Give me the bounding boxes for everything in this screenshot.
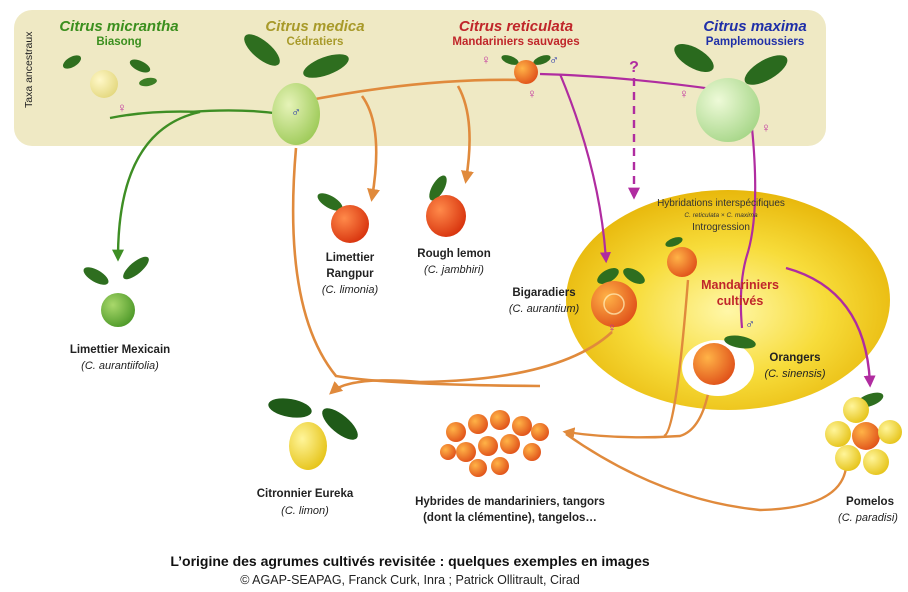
ancestor-medica-common: Cédratiers bbox=[240, 36, 390, 50]
ancestor-reticulata-common: Mandariniers sauvages bbox=[426, 36, 606, 50]
pomelos-label: Pomelos bbox=[836, 496, 904, 510]
bigaradiers-label: Bigaradiers bbox=[494, 287, 594, 301]
hybrides-label-line2: (dont la clémentine), tangelos… bbox=[400, 512, 620, 526]
hybridization-line1: Hybridations interspécifiques bbox=[636, 198, 806, 210]
eureka-fruit bbox=[267, 395, 363, 470]
hybrides-label-line1: Hybrides de mandariniers, tangors bbox=[400, 496, 620, 510]
rough-lemon-label: Rough lemon bbox=[404, 248, 504, 262]
eureka-sci: (C. limon) bbox=[220, 505, 390, 518]
pomelos-sci: (C. paradisi) bbox=[830, 512, 906, 525]
reticulata-male-symbol: ♂ bbox=[544, 52, 564, 68]
arrow-bigaradier-to-eureka bbox=[332, 332, 612, 392]
hybridization-line2: C. reticulata × C. maxima bbox=[636, 212, 806, 220]
ancestor-micrantha-common: Biasong bbox=[44, 36, 194, 50]
rangpur-fruit bbox=[315, 190, 369, 243]
limettier-mexicain-label: Limettier Mexicain bbox=[40, 344, 200, 358]
ancestor-medica-species: Citrus medica bbox=[240, 18, 390, 36]
bigaradier-female-symbol: ♀ bbox=[602, 320, 622, 336]
ancestor-maxima-species: Citrus maxima bbox=[680, 18, 830, 36]
maxima-female-symbol-2: ♀ bbox=[756, 120, 776, 136]
figure-credit: © AGAP-SEAPAG, Franck Curk, Inra ; Patri… bbox=[60, 573, 760, 588]
pomelos-cluster bbox=[825, 390, 902, 475]
medica-male-symbol: ♂ bbox=[286, 104, 306, 120]
orangers-sci: (C. sinensis) bbox=[750, 368, 840, 381]
oranger-male-symbol: ♂ bbox=[740, 316, 760, 332]
bigaradiers-sci: (C. aurantium) bbox=[494, 303, 594, 316]
maxima-female-symbol-1: ♀ bbox=[674, 86, 694, 102]
ancestral-label: Taxa ancestraux bbox=[24, 28, 36, 112]
hybridization-line3: Introgression bbox=[636, 222, 806, 234]
reticulata-female-symbol-1: ♀ bbox=[476, 52, 496, 68]
mandarins-cultivated-line2: cultivés bbox=[690, 294, 790, 309]
micrantha-female-symbol: ♀ bbox=[112, 100, 132, 116]
figure-caption: L’origine des agrumes cultivés revisitée… bbox=[60, 553, 760, 570]
reticulata-female-symbol-2: ♀ bbox=[522, 86, 542, 102]
ancestor-maxima-common: Pamplemoussiers bbox=[680, 36, 830, 50]
question-mark: ? bbox=[624, 58, 644, 77]
rangpur-label-line2: Rangpur bbox=[300, 268, 400, 282]
rangpur-label-line1: Limettier bbox=[300, 252, 400, 266]
eureka-label: Citronnier Eureka bbox=[220, 488, 390, 502]
ancestor-micrantha-species: Citrus micrantha bbox=[44, 18, 194, 36]
limettier-mexicain-sci: (C. aurantiifolia) bbox=[40, 360, 200, 373]
ancestor-reticulata-species: Citrus reticulata bbox=[426, 18, 606, 36]
hybrides-cluster bbox=[440, 410, 549, 477]
rangpur-sci: (C. limonia) bbox=[300, 284, 400, 297]
mandarins-cultivated-line1: Mandariniers bbox=[690, 278, 790, 293]
rough-lemon-sci: (C. jambhiri) bbox=[404, 264, 504, 277]
orangers-label: Orangers bbox=[750, 352, 840, 366]
rough-lemon-fruit bbox=[426, 173, 466, 237]
limettier-mexicain-fruit bbox=[81, 253, 152, 327]
